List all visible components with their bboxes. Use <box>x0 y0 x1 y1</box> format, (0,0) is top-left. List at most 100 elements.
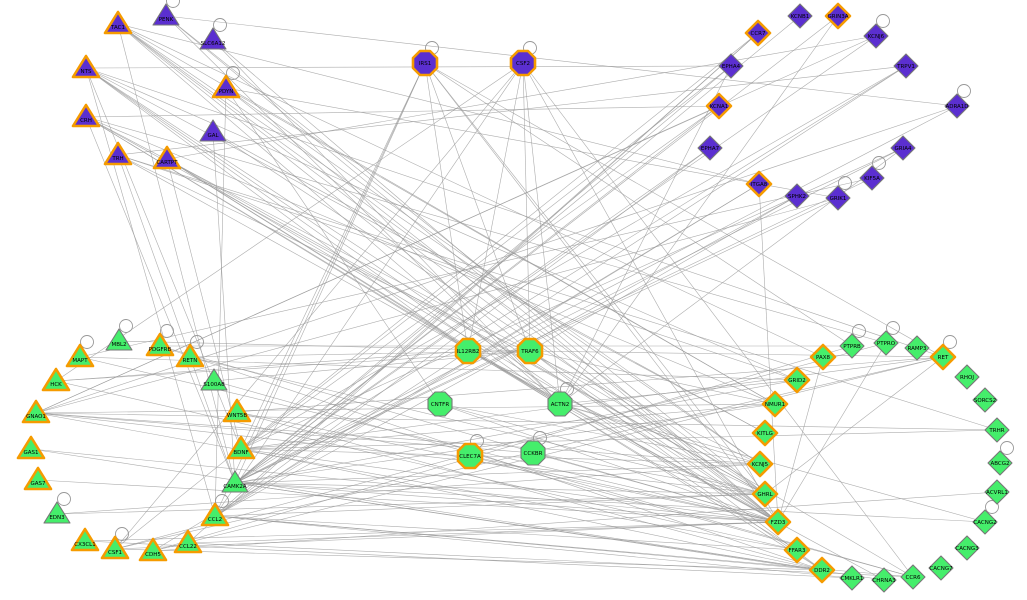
edge-TRPV1-CCL2 <box>214 65 907 517</box>
edge-EPHA4-ACTN2 <box>559 65 732 405</box>
edge-GAL-KITLG <box>212 131 766 434</box>
node-CACNG7[interactable]: CACNG7 <box>928 555 954 581</box>
edge-BDNF-NMUR1 <box>240 403 776 450</box>
diamond-shape <box>808 556 836 584</box>
triangle-shape <box>199 119 227 142</box>
node-TRHR[interactable]: TRHR <box>984 417 1010 443</box>
node-RHOJ[interactable]: RHOJ <box>954 364 980 390</box>
edge-HCK-TRAF6 <box>55 350 531 382</box>
edge-CLEC7A-FZD3 <box>469 455 779 523</box>
node-TRAF6[interactable]: TRAF6 <box>516 337 544 365</box>
edge-GRIN3A-CAMK2A <box>234 15 839 484</box>
node-GRID2[interactable]: GRID2 <box>783 366 811 394</box>
node-GNAO1[interactable]: GNAO1 <box>21 399 51 424</box>
triangle-shape <box>199 27 227 50</box>
node-TRH[interactable]: TRH <box>103 141 133 166</box>
node-TRPV1[interactable]: TRPV1 <box>893 53 919 79</box>
edge-TRH-KCNJ5 <box>117 154 761 465</box>
node-CSF2[interactable]: CSF2 <box>509 49 537 77</box>
node-GAL[interactable]: GAL <box>199 119 227 142</box>
node-CCR7[interactable]: CCR7 <box>744 19 772 47</box>
edge-ACTN2-KCNJ5 <box>559 403 761 465</box>
edge-layer <box>30 15 998 581</box>
diamond-shape <box>954 535 980 561</box>
diamond-shape <box>984 479 1010 505</box>
node-GAS7[interactable]: GAS7 <box>23 466 53 491</box>
node-GHRL[interactable]: GHRL <box>751 480 779 508</box>
triangle-shape <box>23 466 53 491</box>
node-ITGA8[interactable]: ITGA8 <box>745 170 773 198</box>
edge-IRS1-TRAF6 <box>424 62 531 352</box>
edge-CARTPT-DDR2 <box>166 158 823 571</box>
node-CMKLR1[interactable]: CMKLR1 <box>839 565 865 591</box>
edge-CCKBR-FZD3 <box>532 452 779 523</box>
edge-PDYN-CCL2 <box>214 87 227 517</box>
edge-HCK-IL12RB2 <box>55 350 469 382</box>
edge-CARTPT-KCNJ6 <box>166 35 877 160</box>
node-DDR2[interactable]: DDR2 <box>808 556 836 584</box>
edge-CNTFR-GHRL <box>439 403 766 495</box>
self-loop-EDN3 <box>57 492 71 506</box>
edge-NTS-GRID2 <box>85 67 798 381</box>
diamond-shape <box>944 93 970 119</box>
edge-CSF2-CCR6 <box>522 62 914 578</box>
triangle-shape <box>226 435 256 460</box>
node-CX3CL1[interactable]: CX3CL1 <box>70 527 100 552</box>
node-KCNB1[interactable]: KCNB1 <box>787 3 813 29</box>
triangle-shape <box>16 435 46 460</box>
edge-CSF2-CSF1 <box>114 62 524 550</box>
node-CCKBR[interactable]: CCKBR <box>520 440 546 466</box>
node-ACVRL1[interactable]: ACVRL1 <box>984 479 1010 505</box>
edge-PDYN-GRIK1 <box>225 87 839 199</box>
diamond-shape <box>839 333 865 359</box>
edge-CCR7-CCL2 <box>214 32 759 517</box>
node-GRIA4[interactable]: GRIA4 <box>890 135 916 161</box>
node-GAS1[interactable]: GAS1 <box>16 435 46 460</box>
node-EPHA7[interactable]: EPHA7 <box>697 135 723 161</box>
edge-NTS-KITLG <box>85 67 766 434</box>
node-KCNJ5[interactable]: KCNJ5 <box>746 450 774 478</box>
node-HCK[interactable]: HCK <box>41 367 71 392</box>
diamond-shape <box>873 330 899 356</box>
self-loop-ADRA1D <box>957 84 971 98</box>
octagon-shape <box>516 337 544 365</box>
diamond-shape <box>784 183 810 209</box>
self-loop-MAPT <box>80 335 94 349</box>
node-NMUR1[interactable]: NMUR1 <box>761 390 789 418</box>
triangle-shape <box>221 470 249 493</box>
node-ACTN2[interactable]: ACTN2 <box>547 391 573 417</box>
node-CLEC7A[interactable]: CLEC7A <box>456 442 484 470</box>
node-CACNG3[interactable]: CACNG3 <box>954 535 980 561</box>
node-NTS[interactable]: NTS <box>71 54 101 79</box>
triangle-shape <box>175 343 205 368</box>
node-IL12RB2[interactable]: IL12RB2 <box>454 337 482 365</box>
diamond-shape <box>746 450 774 478</box>
self-loop-MBL2 <box>119 319 133 333</box>
triangle-shape <box>41 367 71 392</box>
triangle-shape <box>211 74 241 99</box>
node-SORCS2[interactable]: SORCS2 <box>972 387 998 413</box>
diamond-shape <box>783 366 811 394</box>
node-IRS1[interactable]: IRS1 <box>411 49 439 77</box>
node-EPHA4[interactable]: EPHA4 <box>718 53 744 79</box>
node-SPHK2[interactable]: SPHK2 <box>784 183 810 209</box>
edge-GNAO1-FFAR3 <box>35 412 798 551</box>
triangle-shape <box>71 103 101 128</box>
edge-CNTFR-KCNJ5 <box>439 403 761 465</box>
node-CNTFR[interactable]: CNTFR <box>427 391 453 417</box>
node-TAC1[interactable]: TAC1 <box>103 10 133 35</box>
edge-NTS-IL12RB2 <box>85 67 469 352</box>
node-GRIN3A[interactable]: GRIN3A <box>824 2 852 30</box>
diamond-shape <box>751 419 779 447</box>
node-CCR6[interactable]: CCR6 <box>900 564 926 590</box>
edge-CX3CL1-FZD3 <box>84 521 779 542</box>
edge-CDH5-RET <box>152 356 944 552</box>
edge-ADRA1D-CAMK2A <box>234 105 958 484</box>
edge-TRPV1-CAMK2A <box>234 65 907 484</box>
edge-ACTN2-CHRNA3 <box>559 403 885 581</box>
edge-CCKBR-GHRL <box>532 452 766 495</box>
node-CRH[interactable]: CRH <box>71 103 101 128</box>
edge-PENK-FZD3 <box>165 15 779 523</box>
